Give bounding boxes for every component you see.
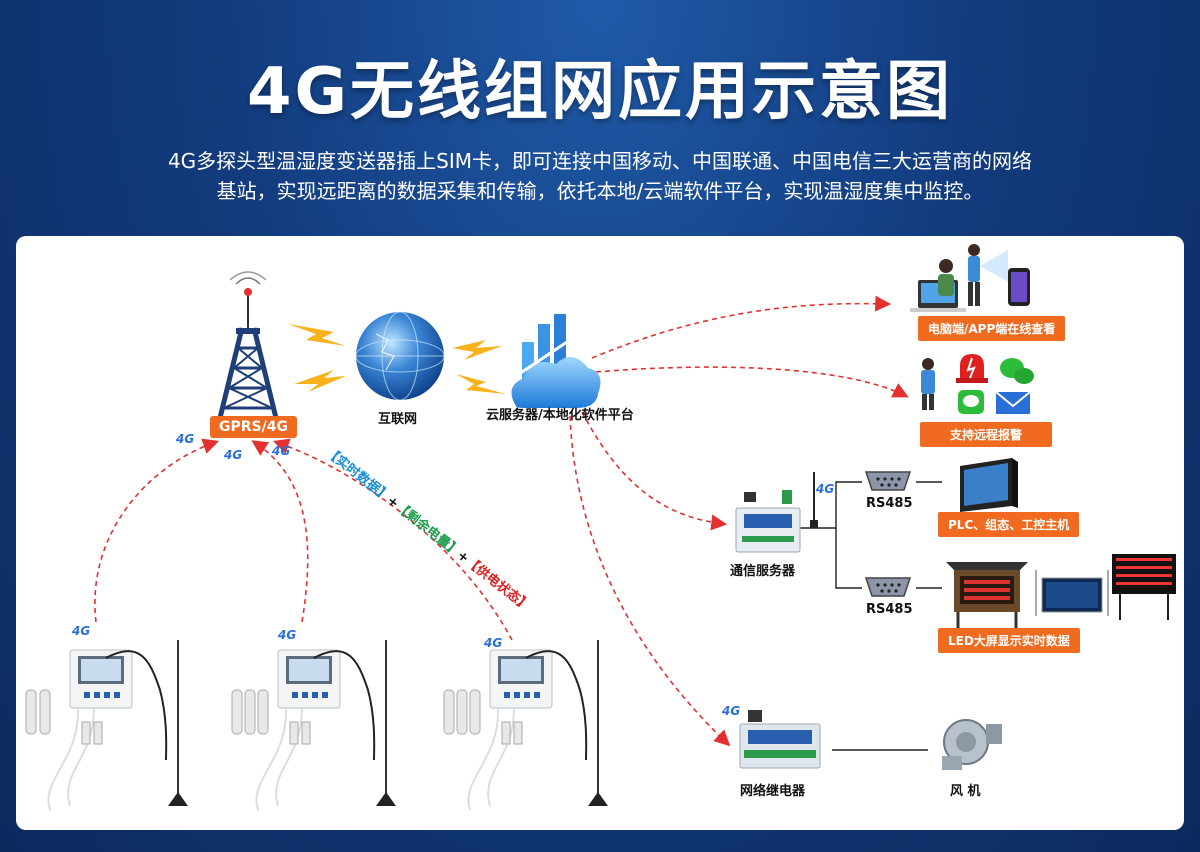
internet-globe-icon	[355, 311, 445, 401]
network-relay-label: 网络继电器	[740, 784, 806, 799]
rs485-label-b: RS485	[866, 602, 913, 617]
link-cloud-online	[591, 295, 892, 359]
cloud-server-icon	[511, 314, 601, 408]
comm-server-label: 通信服务器	[730, 564, 796, 579]
4g-badge-icon: 4G	[816, 482, 835, 496]
remote-alarm-illustration	[921, 354, 1034, 414]
4g-badge-icon: 4G	[72, 624, 91, 638]
link-device2-tower	[251, 440, 309, 623]
led-display-icons	[946, 554, 1176, 628]
network-relay-device-icon	[739, 710, 821, 769]
fan-label: 风 机	[950, 784, 981, 799]
link-cloud-commserver	[581, 411, 728, 531]
link-cloud-alarm	[595, 366, 909, 398]
subtitle-line-2: 基站，实现远距离的数据采集和传输，依托本地/云端软件平台，实现温湿度集中监控。	[216, 179, 984, 203]
4g-badge-icon: 4G	[176, 432, 195, 446]
led-display-tag: LED大屏显示实时数据	[938, 628, 1080, 653]
4g-badge-icon: 4G	[272, 444, 291, 458]
diagram-panel: GPRS/4G 互联网 云服务器/本地化软件平台 电脑端/APP端在线查看 支持…	[16, 236, 1184, 830]
page-title: 4G无线组网应用示意图	[246, 55, 954, 129]
online-view-tag: 电脑端/APP端在线查看	[918, 316, 1066, 341]
lightning-bolt-icons	[288, 324, 506, 394]
diagram-canvas	[25, 244, 1176, 811]
rs485-connector-icon-a	[864, 471, 912, 491]
4g-badge-icon: 4G	[278, 628, 297, 642]
link-cloud-relay	[569, 415, 731, 747]
remote-alarm-tag: 支持远程报警	[920, 422, 1053, 447]
link-device1-tower	[94, 438, 220, 623]
subtitle-line-1: 4G多探头型温湿度变送器插上SIM卡，即可连接中国移动、中国联通、中国电信三大运…	[167, 149, 1033, 173]
connection-lines	[94, 295, 909, 747]
transmitter-device-1	[25, 640, 188, 811]
4g-badge-icon: 4G	[224, 448, 243, 462]
rs485-connector-icon-b	[864, 577, 912, 597]
transmitter-device-2	[231, 640, 396, 811]
transmitter-device-3	[443, 640, 608, 811]
cell-tower-icon	[217, 271, 279, 419]
internet-label: 互联网	[378, 412, 418, 427]
page-subtitle: 4G多探头型温湿度变送器插上SIM卡，即可连接中国移动、中国联通、中国电信三大运…	[40, 146, 1160, 206]
cloud-platform-label: 云服务器/本地化软件平台	[486, 408, 634, 423]
4g-badge-icon: 4G	[722, 704, 741, 718]
online-view-illustration	[910, 244, 1030, 312]
4g-badge-icon: 4G	[484, 636, 503, 650]
comm-server-device-icon	[735, 472, 818, 553]
link-device3-tower	[272, 438, 513, 641]
blower-fan-icon	[942, 719, 1002, 770]
email-icon	[995, 391, 1031, 414]
rs485-label-a: RS485	[866, 496, 913, 511]
gprs-4g-tag: GPRS/4G	[210, 416, 297, 438]
siren-icon	[956, 354, 988, 383]
panel-pc-icon	[960, 458, 1018, 512]
wechat-icon	[1000, 358, 1034, 384]
plc-tag: PLC、组态、工控主机	[938, 512, 1080, 537]
